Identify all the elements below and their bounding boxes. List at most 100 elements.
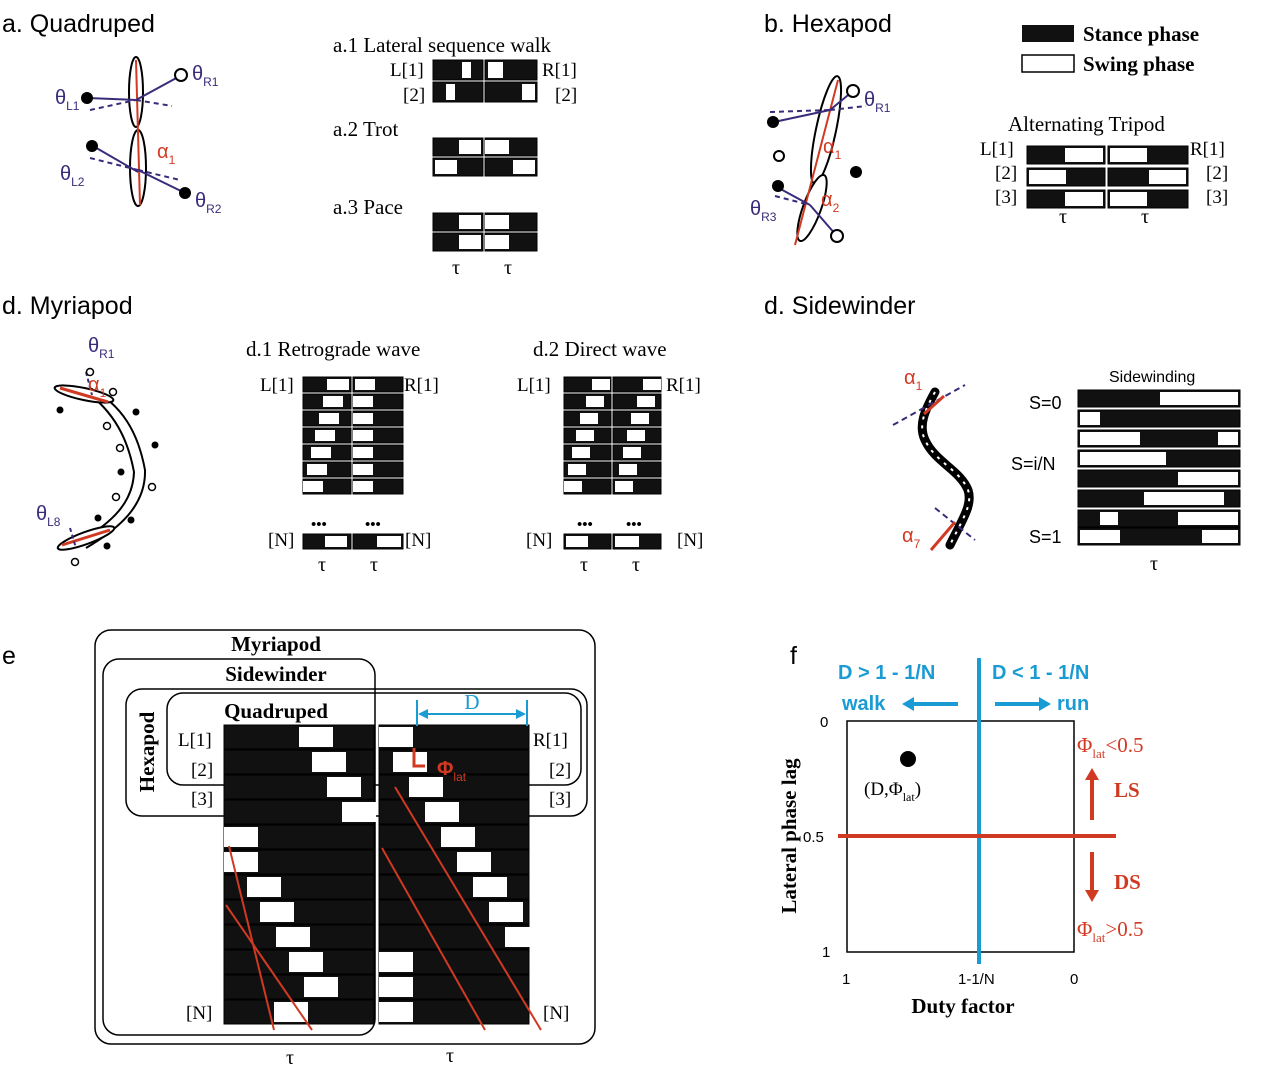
alpha-1-label: α1 (157, 141, 176, 167)
a-tau-2: τ (504, 257, 512, 279)
hexapod-alpha-2: α2 (821, 189, 840, 215)
y-axis-label: Lateral phase lag (777, 758, 801, 914)
direct-wave-swing-bar (631, 413, 649, 424)
legend-stance-swatch (1022, 25, 1074, 42)
general-gait-swing-bar (299, 727, 333, 747)
sidewinding-label-si: S=i/N (1011, 454, 1056, 474)
general-gait-swing-bar (409, 777, 443, 797)
leg-R1 (135, 75, 181, 101)
sidewinding-tau: τ (1150, 553, 1158, 575)
hexapod-foot-R3 (830, 229, 844, 243)
d2-label-L1: L[1] (517, 375, 551, 396)
sidewinding-swing-bar (1100, 512, 1118, 525)
e-label-R3: [3] (549, 789, 571, 810)
example-gait-point-label: (D,Φlat) (864, 779, 921, 804)
gait-chart-lateral-sequence (432, 59, 538, 103)
lateral-sequence-stance-bar (432, 81, 484, 103)
leg-L2 (92, 145, 139, 173)
retrograde-wave-swing-bar (323, 396, 343, 407)
general-gait-swing-bar (224, 852, 258, 872)
leg-R2 (137, 169, 186, 194)
e-phase-line-right-1 (394, 786, 542, 1031)
myriapod-foot (132, 408, 140, 416)
general-gait-swing-bar (247, 877, 281, 897)
sidewinder-alpha-7: α7 (902, 525, 921, 551)
general-gait-swing-bar (276, 927, 310, 947)
x-axis-label: Duty factor (911, 994, 1014, 1018)
foot-R2-stance (179, 187, 191, 199)
gait-chart-direct-wave (563, 376, 662, 550)
legend-swing-swatch (1021, 54, 1075, 73)
e-tau-1: τ (286, 1047, 294, 1069)
d1-title: d.1 Retrograde wave (246, 337, 420, 361)
phi-lat-marker (412, 748, 425, 768)
run-arrowhead (1039, 697, 1051, 711)
e-label-R2: [2] (549, 760, 571, 781)
gait-chart-sidewinding (1077, 389, 1241, 546)
x-tick-0: 0 (1070, 971, 1078, 988)
sidewinder-tail-axis (929, 521, 957, 551)
a1-label-R1: R[1] (542, 60, 577, 81)
retrograde-wave-swing-bar (319, 413, 339, 424)
foot-L2-stance (86, 140, 98, 152)
retrograde-wave-swing-bar (327, 379, 349, 390)
e-label-L3: [3] (191, 789, 213, 810)
ls-label: LS (1114, 778, 1140, 802)
quadruped-set-label: Quadruped (224, 699, 328, 723)
hexapod-foot-L1 (767, 116, 779, 128)
hexapod-foot-R1 (846, 84, 860, 98)
tripod-label-R3: [3] (1206, 187, 1228, 208)
general-gait-swing-bar (312, 752, 346, 772)
e-phase-line-left-1 (228, 845, 275, 1031)
general-gait-swing-bar (379, 727, 413, 747)
myriapod-foot (111, 492, 121, 502)
panel-e: e Myriapod Sidewinder Quadruped Hexapod … (2, 629, 596, 1069)
sidewinding-swing-bar (1080, 530, 1120, 543)
phi-gt-label: Φlat>0.5 (1077, 917, 1143, 945)
d-arrowhead-left (418, 709, 428, 719)
panel-f: f D > 1 - 1/N D < 1 - 1/N walk run Φlat<… (777, 642, 1143, 1018)
sidewinding-swing-bar (1178, 472, 1238, 485)
a1-label-L2: [2] (403, 85, 425, 106)
general-gait-swing-bar (304, 977, 338, 997)
panel-myriapod: d. Myriapod θR1 α1 θL (2, 292, 703, 576)
hexapod-body-diagram: θR1 θR3 α1 α2 (750, 75, 891, 246)
general-gait-swing-bar (342, 802, 376, 822)
retrograde-wave-swing-bar (377, 536, 401, 547)
myriapod-set-box (94, 629, 596, 1045)
direct-wave-swing-bar (615, 536, 639, 547)
gait-chart-pace (432, 212, 538, 252)
direct-wave-swing-bar (576, 430, 594, 441)
lateral-sequence-swing-bar (522, 84, 535, 100)
a1-label-R2: [2] (555, 85, 577, 106)
quadruped-spine-line (135, 59, 141, 206)
foot-L1-stance (81, 92, 93, 104)
theta-L2-label: θL2 (60, 163, 85, 189)
panel-myriapod-title: d. Myriapod (2, 292, 133, 320)
gait-chart-retrograde-wave (302, 376, 404, 550)
hexapod-leg-L1 (773, 109, 831, 123)
legend-swing-label: Swing phase (1083, 52, 1194, 76)
lateral-sequence-swing-bar (446, 84, 455, 100)
x-tick-threshold: 1-1/N (958, 971, 995, 988)
alternating-tripod-swing-bar (1149, 170, 1186, 184)
hexapod-ref-L3 (774, 195, 811, 206)
general-gait-swing-bar (489, 902, 523, 922)
direct-wave-swing-bar (566, 536, 588, 547)
sidewinder-body (917, 387, 974, 550)
d2-label-RN: [N] (677, 530, 703, 551)
e-tau-2: τ (446, 1045, 454, 1067)
retrograde-wave-swing-bar (353, 413, 373, 424)
alternating-tripod-swing-bar (1065, 192, 1103, 206)
pace-swing-bar (485, 235, 509, 249)
retrograde-wave-swing-bar (311, 447, 331, 458)
hexapod-leg-R3 (809, 204, 837, 236)
trot-swing-bar (513, 160, 535, 174)
general-gait-swing-bar (473, 877, 507, 897)
hexapod-alpha-1: α1 (823, 136, 842, 162)
sidewinder-head-ref (892, 384, 966, 426)
x-tick-1: 1 (842, 971, 850, 988)
d2-label-LN: [N] (526, 530, 552, 551)
myriapod-head-axis (59, 386, 109, 404)
retrograde-wave-swing-bar (353, 430, 373, 441)
